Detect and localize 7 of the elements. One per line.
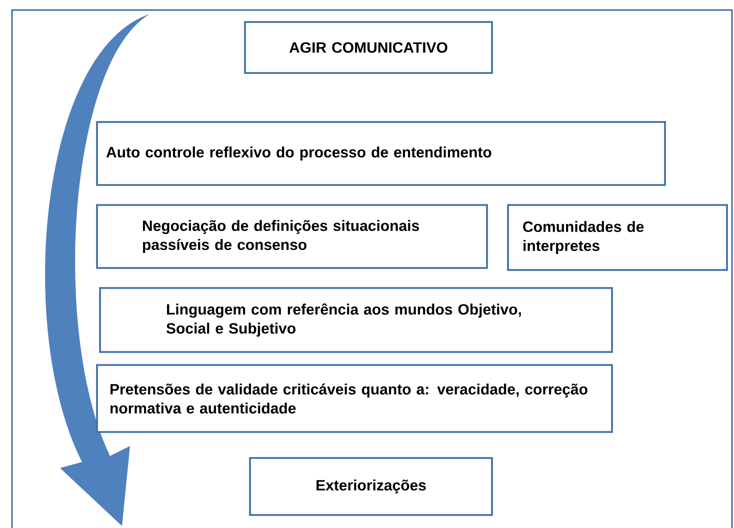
text-box: Comunidades de interpretes bbox=[507, 204, 728, 271]
text-box: Exteriorizações bbox=[249, 457, 493, 516]
text-box: Linguagem com referência aos mundos Objetivo, Social e Subjetivo bbox=[99, 287, 613, 353]
text-box: Auto controle reflexivo do processo de entendimento bbox=[96, 121, 666, 186]
text-box: Negociação de definições situacionais passíveis de consenso bbox=[96, 204, 488, 269]
text-box: Pretensões de validade criticáveis quanto a: veracidade, correção normativa e autenticidade bbox=[96, 364, 613, 433]
text-box: AGIR COMUNICATIVO bbox=[244, 21, 493, 74]
